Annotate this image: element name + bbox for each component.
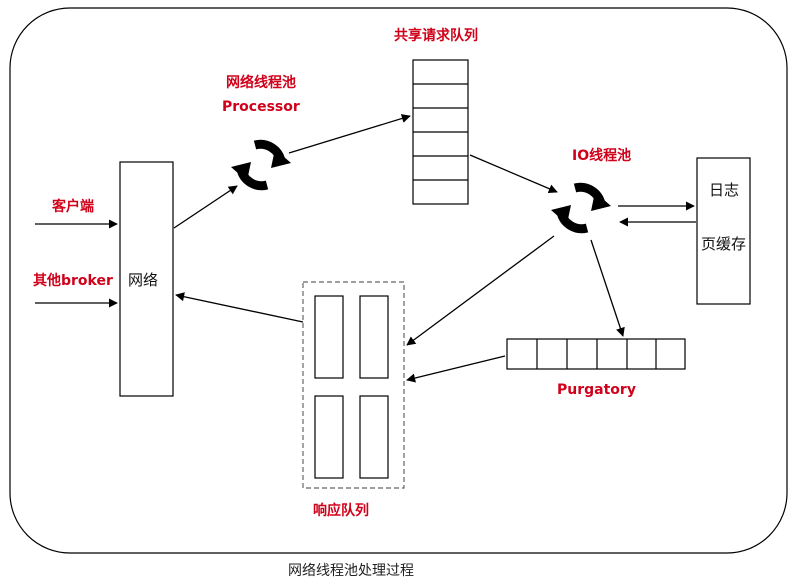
queue-to-io-arrow: [469, 154, 558, 193]
cycle-arrows-icon: [551, 182, 611, 234]
net-pool-label: 网络线程池: [226, 75, 296, 91]
response-queue: [302, 281, 405, 489]
network-label: 网络: [128, 271, 159, 289]
client-label: 客户端: [52, 199, 94, 215]
shared-queue-label: 共享请求队列: [394, 28, 478, 44]
processor-to-queue-arrow: [288, 114, 411, 154]
purgatory-label: Purgatory: [557, 382, 636, 398]
cycle-arrows-icon: [231, 139, 291, 191]
connector-arrows: [35, 114, 696, 383]
response-to-network-arrow: [175, 292, 304, 323]
io-to-response-arrow: [406, 235, 555, 346]
outer-frame: [9, 7, 788, 554]
purgatory-to-response-arrow: [406, 355, 506, 383]
storage-box: [696, 157, 751, 305]
io-to-purgatory-arrow: [590, 239, 625, 337]
network-box: [119, 161, 174, 397]
diagram-caption: 网络线程池处理过程: [288, 563, 414, 579]
io-pool-label: IO线程池: [572, 148, 632, 164]
purgatory-queue: [506, 338, 686, 370]
page-cache-label: 页缓存: [701, 235, 747, 253]
response-queue-label: 响应队列: [313, 503, 369, 519]
other-broker-label: 其他broker: [33, 273, 113, 289]
log-label: 日志: [709, 181, 740, 199]
shared-request-queue: [412, 59, 469, 205]
network-to-processor-arrow: [173, 185, 238, 229]
processor-label: Processor: [222, 99, 300, 115]
